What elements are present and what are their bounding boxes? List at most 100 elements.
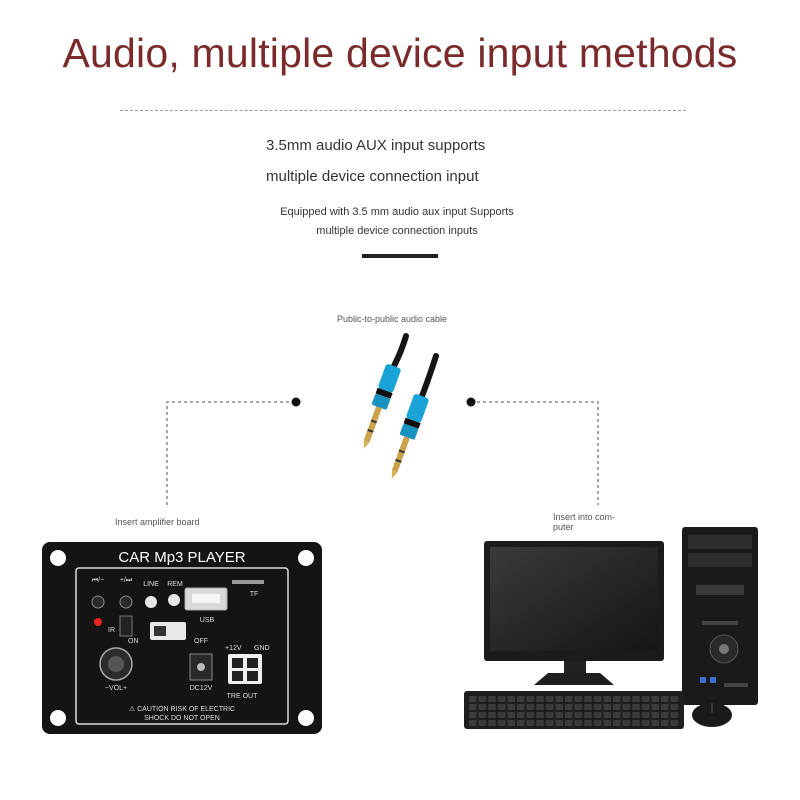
- keyboard-key: [545, 712, 554, 718]
- keyboard-key: [651, 704, 659, 710]
- keyboard-key: [661, 696, 669, 702]
- keyboard-key: [478, 696, 487, 702]
- board-label-usb: USB: [200, 617, 215, 624]
- keyboard-key: [565, 712, 573, 718]
- keyboard-key: [565, 696, 573, 702]
- board-label-dc12v: DC12V: [190, 685, 213, 692]
- board-label-prev: ⏮/−: [92, 577, 104, 584]
- keyboard-key: [507, 712, 515, 718]
- keyboard-key: [545, 704, 554, 710]
- keyboard-key: [632, 712, 640, 718]
- keyboard-key: [613, 704, 621, 710]
- keyboard-key: [641, 720, 650, 726]
- keyboard-key: [622, 720, 631, 726]
- audio-cable-illustration: [363, 333, 439, 479]
- tf-slot: [232, 580, 264, 584]
- keyboard-key: [641, 696, 650, 702]
- keyboard-key: [651, 712, 659, 718]
- line-jack: [145, 596, 157, 608]
- keyboard-key: [603, 712, 611, 718]
- keyboard-key: [613, 712, 621, 718]
- keyboard-key: [593, 720, 602, 726]
- keyboard-key: [584, 712, 592, 718]
- keyboard-key: [603, 704, 611, 710]
- board-caution-1: ⚠ CAUTION RISK OF ELECTRIC: [129, 705, 235, 713]
- board-label-vol: −VOL+: [105, 685, 127, 692]
- keyboard-key: [670, 712, 679, 718]
- description-small-line-2: multiple device connection inputs: [316, 225, 478, 237]
- keyboard-key: [469, 720, 477, 726]
- keyboard-key: [670, 704, 679, 710]
- keyboard-key: [670, 696, 679, 702]
- keyboard-key: [478, 712, 487, 718]
- keyboard-key: [478, 704, 487, 710]
- keyboard-key: [651, 720, 659, 726]
- keyboard-key: [622, 704, 631, 710]
- keyboard-key: [661, 704, 669, 710]
- keyboard-key: [565, 720, 573, 726]
- ir-led: [94, 618, 102, 626]
- headline: Audio, multiple device input methods: [62, 30, 738, 76]
- keyboard-key: [536, 704, 544, 710]
- keyboard-key: [555, 720, 563, 726]
- keyboard-key: [632, 720, 640, 726]
- keyboard-key: [632, 704, 640, 710]
- keyboard-key: [661, 720, 669, 726]
- keyboard-key: [613, 696, 621, 702]
- keyboard-key: [555, 704, 563, 710]
- mouse: [692, 703, 732, 727]
- keyboard-key: [574, 704, 583, 710]
- description-line-1: 3.5mm audio AUX input supports: [266, 137, 486, 154]
- keyboard-key: [469, 704, 477, 710]
- keyboard-key: [517, 704, 525, 710]
- board-label-tre-out: TRE OUT: [227, 693, 258, 700]
- board-caution-2: SHOCK DO NOT OPEN: [144, 715, 220, 722]
- keyboard-key: [536, 712, 544, 718]
- keyboard-key: [497, 704, 506, 710]
- connector-right: [471, 401, 599, 505]
- description-small-line-1: Equipped with 3.5 mm audio aux input Sup…: [280, 206, 514, 218]
- keyboard-key: [584, 696, 592, 702]
- keyboard-key: [526, 704, 535, 710]
- keyboard-key: [641, 704, 650, 710]
- keyboard-key: [584, 720, 592, 726]
- keyboard-key: [565, 704, 573, 710]
- board-label-line: LINE: [143, 581, 159, 588]
- board-title: CAR Mp3 PLAYER: [118, 549, 245, 566]
- caption-computer: Insert into com- puter: [553, 512, 616, 532]
- keyboard-key: [536, 720, 544, 726]
- board-label-ir: IR: [108, 627, 115, 634]
- keyboard-key: [574, 720, 583, 726]
- keyboard-key: [584, 704, 592, 710]
- keyboard-key: [651, 696, 659, 702]
- caption-amplifier: Insert amplifier board: [115, 517, 200, 527]
- keyboard-key: [469, 696, 477, 702]
- keyboard-key: [603, 696, 611, 702]
- keyboard-key: [555, 696, 563, 702]
- keyboard-key: [593, 696, 602, 702]
- keyboard-key: [545, 696, 554, 702]
- accent-bar: [362, 254, 438, 258]
- keyboard-key: [497, 696, 506, 702]
- keyboard-key: [497, 720, 506, 726]
- board-label-on: ON: [128, 638, 139, 645]
- keyboard-key: [632, 696, 640, 702]
- keyboard-key: [488, 704, 496, 710]
- keyboard-key: [507, 696, 515, 702]
- keyboard-key: [469, 712, 477, 718]
- caption-cable: Public-to-public audio cable: [337, 314, 448, 324]
- keyboard-key: [517, 712, 525, 718]
- keyboard-key: [555, 712, 563, 718]
- keyboard-key: [622, 696, 631, 702]
- keyboard-key: [574, 696, 583, 702]
- keyboard-key: [536, 696, 544, 702]
- keyboard-key: [603, 720, 611, 726]
- board-label-next: +/⏭: [120, 577, 133, 584]
- board-label-tf: TF: [250, 591, 259, 598]
- amplifier-board: CAR Mp3 PLAYER ⏮/− +/⏭ LINE REM USB TF I…: [42, 542, 322, 734]
- keyboard-key: [517, 720, 525, 726]
- rem-jack: [168, 594, 180, 606]
- keyboard-key: [507, 720, 515, 726]
- keyboard-key: [661, 712, 669, 718]
- audio-cable-1: [363, 333, 409, 449]
